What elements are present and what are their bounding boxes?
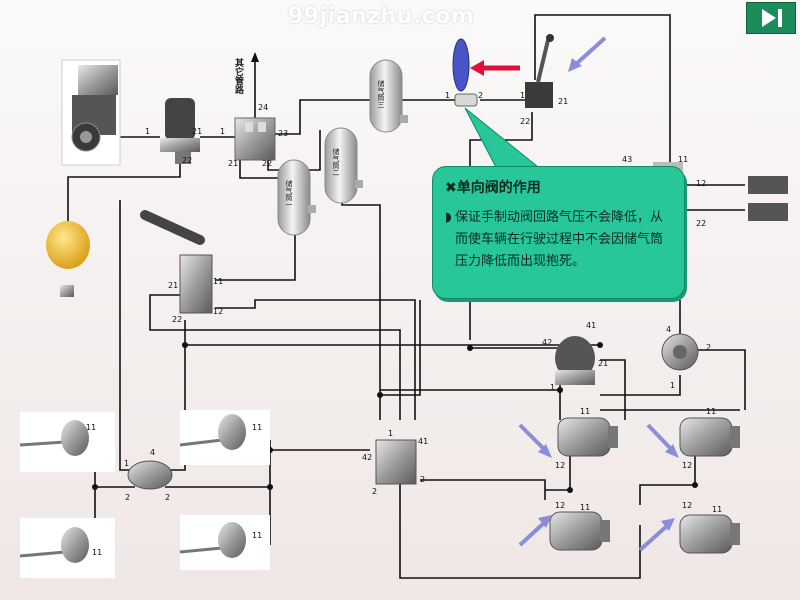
bullet-icon: ◗ [445, 210, 452, 225]
port-label: 11 [678, 155, 688, 164]
front-left-brake-chamber [19, 412, 115, 472]
port-label: 24 [258, 103, 268, 112]
spring-brake-relay-valve [555, 336, 595, 385]
port-label: 1 [145, 127, 150, 136]
tank-3-label: 储气筒三 [377, 79, 385, 108]
port-label: 11 [213, 277, 223, 286]
port-label: 2 [125, 493, 130, 502]
play-next-icon [762, 9, 782, 27]
rear-right-upper-chamber [679, 417, 740, 457]
port-label: 1 [220, 127, 225, 136]
port-label: 2 [165, 493, 170, 502]
port-label: 22 [172, 315, 182, 324]
port-label: 22 [520, 117, 530, 126]
port-label: 22 [182, 156, 192, 165]
port-label: 2 [478, 91, 483, 100]
hand-valve-blue-arrow [568, 36, 607, 72]
condensate-reservoir [46, 221, 90, 297]
port-label: 11 [252, 531, 262, 540]
port-label: 43 [622, 155, 632, 164]
mid-right-brake-chamber [179, 515, 270, 570]
port-label: 1 [388, 429, 393, 438]
trailer-coupling-lower [748, 203, 788, 221]
other-circuits-arrow [251, 52, 259, 62]
port-label: 2 [706, 343, 711, 352]
port-label: 4 [150, 448, 155, 457]
port-label: 2 [372, 487, 377, 496]
rear-relay-valve [375, 439, 417, 485]
callout-pointer [464, 107, 550, 176]
rear-right-lower-chamber [679, 514, 740, 554]
rear-left-lower-chamber [549, 511, 610, 551]
rear-chamber-blue-arrows [518, 423, 679, 552]
port-label: 11 [92, 548, 102, 557]
port-label: 12 [555, 501, 565, 510]
port-label: 22 [262, 159, 272, 168]
check-valve-callout: ✖单向阀的作用 ◗ 保证手制动阀回路气压不会降低，从而使车辆在行驶过程中不会因储… [432, 166, 685, 299]
port-label: 42 [362, 453, 372, 462]
port-label: 11 [86, 423, 96, 432]
foot-brake-valve [140, 210, 213, 314]
port-label: 21 [192, 127, 202, 136]
port-label: 21 [598, 359, 608, 368]
callout-title-row: ✖单向阀的作用 [445, 177, 672, 197]
tank-2 [324, 127, 363, 204]
tank-1-label: 储气筒一 [285, 179, 293, 208]
port-label: 11 [580, 503, 590, 512]
port-label: 1 [670, 381, 675, 390]
port-label: 4 [666, 325, 671, 334]
port-label: 1 [520, 91, 525, 100]
port-label: 11 [712, 505, 722, 514]
port-label: 41 [418, 437, 428, 446]
next-slide-button[interactable] [746, 2, 796, 34]
port-label: 11 [580, 407, 590, 416]
callout-body: 保证手制动阀回路气压不会降低，从而使车辆在行驶过程中不会因储气筒压力降低而出现抱… [455, 210, 664, 269]
check-valve-indicator [452, 38, 470, 92]
port-label: 12 [696, 179, 706, 188]
port-label: 21 [168, 281, 178, 290]
port-label: 21 [228, 159, 238, 168]
port-label: 23 [278, 129, 288, 138]
port-label: 12 [555, 461, 565, 470]
other-circuits-label: 其它管路 [233, 57, 244, 95]
tank-1 [277, 159, 316, 236]
watermark-text: 99jianzhu.com [288, 4, 475, 29]
rear-left-upper-chamber [557, 417, 618, 457]
port-label: 12 [682, 461, 692, 470]
front-quick-release-valve [127, 460, 173, 490]
trailer-coupling-upper [748, 176, 788, 194]
front-right-brake-chamber [179, 410, 270, 465]
port-label: 1 [445, 91, 450, 100]
callout-title: 单向阀的作用 [456, 180, 541, 196]
air-compressor [61, 59, 121, 166]
mid-left-brake-chamber [19, 518, 115, 578]
protection-valve [234, 117, 276, 161]
callout-body-row: ◗ 保证手制动阀回路气压不会降低，从而使车辆在行驶过程中不会因储气筒压力降低而出… [445, 207, 672, 273]
port-labels: 1 21 22 1 21 22 23 24 1 2 21 22 1 21 11 … [86, 91, 722, 557]
check-valve [454, 93, 478, 107]
air-dryer [160, 98, 200, 164]
port-label: 11 [706, 407, 716, 416]
port-label: 21 [558, 97, 568, 106]
hand-brake-valve [525, 34, 554, 108]
port-label: 2 [420, 475, 425, 484]
port-label: 22 [696, 219, 706, 228]
port-label: 42 [542, 338, 552, 347]
port-label: 12 [682, 501, 692, 510]
tank-3 [369, 59, 408, 133]
trailer-relay-valve [661, 333, 699, 371]
port-label: 11 [252, 423, 262, 432]
tank-2-label: 储气筒二 [332, 147, 340, 176]
port-label: 12 [213, 307, 223, 316]
port-label: 1 [124, 459, 129, 468]
port-label: 41 [586, 321, 596, 330]
cross-tools-icon: ✖ [445, 180, 457, 196]
red-pointer-arrow [470, 60, 520, 76]
port-label: 1 [550, 383, 555, 392]
